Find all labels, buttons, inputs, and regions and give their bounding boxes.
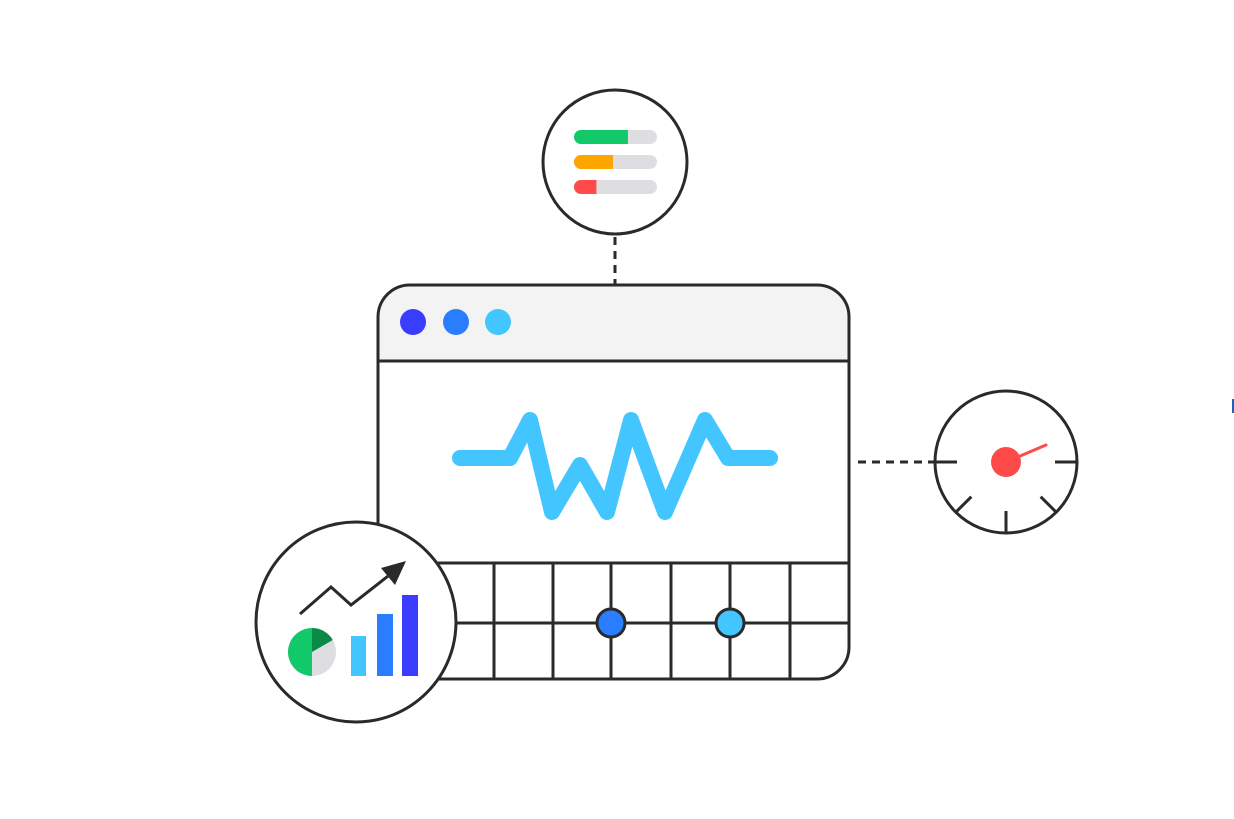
analytics-bubble	[254, 520, 458, 724]
window-dot-2-icon	[443, 309, 469, 335]
gauge-bubble	[933, 389, 1079, 535]
browser-window	[376, 283, 851, 681]
bar-green-fill	[574, 130, 628, 144]
window-outline	[376, 283, 851, 681]
bar-red-fill	[574, 180, 597, 194]
analytics-circle	[254, 520, 458, 724]
gauge-tick-4	[1039, 495, 1058, 514]
window-dot-1-icon	[400, 309, 426, 335]
gauge-tick-2	[954, 495, 973, 514]
bar-orange-fill	[574, 155, 614, 169]
analytics-bar-2	[377, 614, 393, 676]
gauge-hub	[991, 447, 1021, 477]
window-dot-3-icon	[485, 309, 511, 335]
pie-green	[288, 628, 312, 676]
timeline-node-1	[595, 607, 627, 639]
analytics-bar-1	[351, 636, 366, 676]
trend-line-icon	[299, 571, 393, 616]
status-bars-bubble	[541, 88, 689, 236]
pie-dark-slice	[312, 628, 333, 652]
edge-mark	[1232, 399, 1234, 413]
waveform-icon	[452, 412, 778, 520]
analytics-bar-3	[402, 595, 418, 676]
trend-arrowhead-icon	[381, 561, 406, 585]
timeline-node-2	[714, 607, 746, 639]
